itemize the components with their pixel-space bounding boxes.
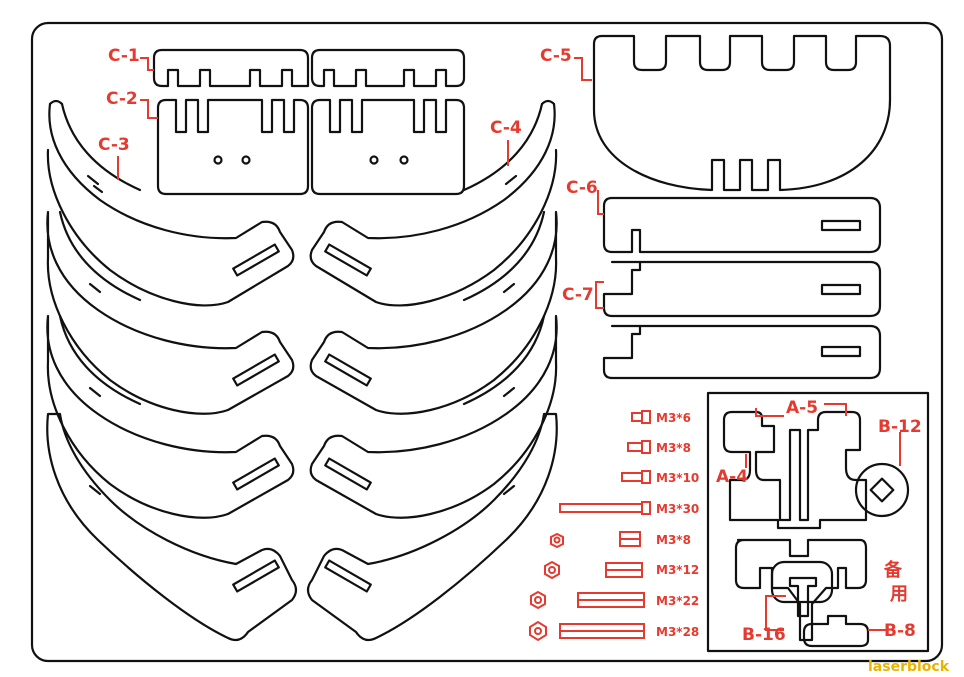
label-c7: C-7 (562, 285, 594, 305)
hw-spacer-m3x28: M3*28 (656, 625, 699, 639)
spare-parts-box: A-5 A-4 B-12 B-16 B-8 备 用 (706, 391, 930, 653)
part-c2 (156, 98, 466, 196)
label-c6: C-6 (566, 178, 598, 198)
hw-m3x30: M3*30 (656, 502, 699, 516)
label-c3: C-3 (98, 135, 130, 155)
curved-arms-right (306, 99, 558, 642)
label-b8: B-8 (884, 621, 916, 641)
brand-logo-text: laserblock (868, 659, 950, 675)
part-c6-c7-bars (602, 196, 882, 380)
sheet-border (30, 21, 944, 663)
label-b16: B-16 (742, 625, 786, 645)
hw-spacer-m3x8: M3*8 (656, 533, 691, 547)
label-spare-1: 备 (883, 559, 903, 581)
label-spare-2: 用 (890, 584, 908, 605)
hw-spacer-m3x12: M3*12 (656, 563, 699, 577)
part-c1 (152, 48, 466, 88)
hw-m3x10: M3*10 (656, 471, 699, 485)
part-labels: C-1 C-2 C-3 C-4 C-5 C-6 C-7 (98, 46, 604, 309)
label-a4: A-4 (716, 467, 748, 487)
curved-arms-left (46, 99, 298, 642)
hw-m3x6: M3*6 (656, 411, 691, 425)
hw-spacer-m3x22: M3*22 (656, 594, 699, 608)
hw-m3x8: M3*8 (656, 441, 691, 455)
label-b12: B-12 (878, 417, 922, 437)
label-c1: C-1 (108, 46, 140, 66)
hardware-list: M3*6 M3*8 M3*10 M3*30 M3*8 M3*12 M3*22 M… (529, 410, 699, 642)
label-c4: C-4 (490, 118, 522, 138)
part-c5 (592, 34, 892, 192)
label-c2: C-2 (106, 89, 138, 109)
label-a5: A-5 (786, 398, 818, 418)
label-c5: C-5 (540, 46, 572, 66)
